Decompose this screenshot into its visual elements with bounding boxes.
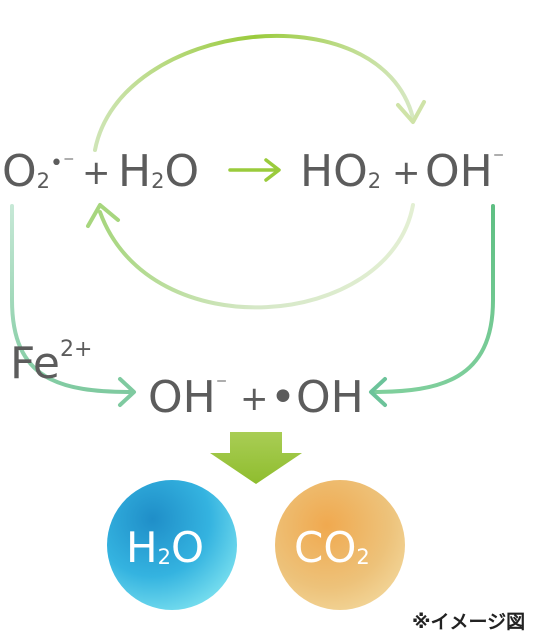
right-path-arrow-head (369, 377, 387, 407)
co2-label: CO2 (294, 523, 370, 572)
cycle-arrow-bottom-head (86, 203, 120, 228)
svg-text:OH⁻: OH⁻ (425, 146, 504, 197)
svg-text:H2O: H2O (118, 146, 199, 197)
svg-text:OH⁻: OH⁻ (148, 372, 227, 423)
svg-text:•OH: •OH (270, 372, 364, 423)
left-path-arrow (10, 204, 134, 394)
reaction-arrow-head (264, 158, 281, 182)
down-arrow (210, 432, 302, 484)
cycle-arrow-bottom (98, 203, 415, 310)
reactant-formula: O2•⁻ + H2O (2, 146, 199, 197)
catalyst-label: Fe2+ (10, 337, 92, 389)
svg-text:O2•⁻: O2•⁻ (2, 146, 75, 197)
svg-text:+: + (392, 153, 421, 193)
svg-text:+: + (240, 379, 269, 419)
right-path-arrow (370, 204, 495, 394)
svg-text:+: + (82, 153, 111, 193)
hydroxyl-formula: OH⁻ + •OH (148, 372, 364, 423)
svg-text:HO2: HO2 (300, 146, 381, 197)
cycle-arrow-top-head (396, 100, 426, 124)
cycle-arrow-top (93, 33, 415, 152)
product-formula: HO2 + OH⁻ (300, 146, 504, 197)
co2-circle (275, 480, 405, 610)
image-note: ※イメージ図 (412, 611, 525, 633)
water-circle (107, 480, 237, 610)
water-label: H2O (126, 523, 204, 572)
left-path-arrow-head (118, 377, 136, 407)
